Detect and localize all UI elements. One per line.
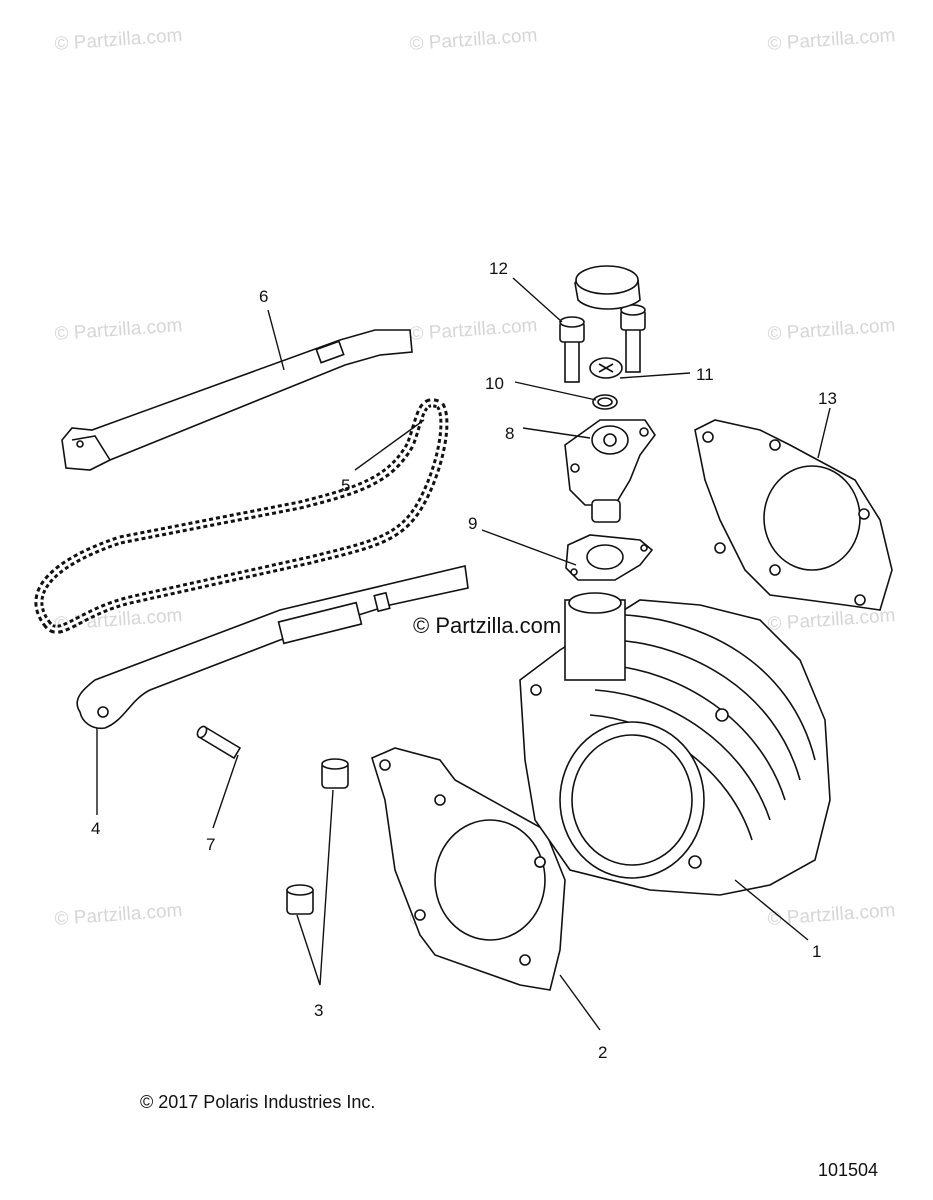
dowel-bushing-upper[interactable] bbox=[321, 758, 349, 789]
leader-10 bbox=[514, 381, 597, 401]
flange-bolt-left[interactable] bbox=[559, 316, 585, 383]
leader-12 bbox=[512, 277, 563, 323]
tensioner-gasket[interactable] bbox=[565, 534, 654, 581]
chain-guide-lower[interactable] bbox=[76, 565, 469, 730]
callout-10[interactable]: 10 bbox=[485, 374, 504, 393]
leader-13 bbox=[817, 407, 831, 459]
callout-9[interactable]: 9 bbox=[468, 514, 477, 533]
watermark: © Partzilla.com bbox=[409, 25, 538, 55]
cylinder-block[interactable] bbox=[519, 592, 831, 896]
cam-chain[interactable] bbox=[34, 398, 449, 634]
leader-1 bbox=[734, 879, 809, 941]
callout-1[interactable]: 1 bbox=[812, 942, 821, 961]
callout-7[interactable]: 7 bbox=[206, 835, 215, 854]
leader-lines bbox=[96, 277, 831, 1031]
callout-13[interactable]: 13 bbox=[818, 389, 837, 408]
watermark: © Partzilla.com bbox=[54, 25, 183, 55]
leader-6 bbox=[267, 309, 285, 371]
callout-4[interactable]: 4 bbox=[91, 819, 100, 838]
callout-12[interactable]: 12 bbox=[489, 259, 508, 278]
leader-11 bbox=[619, 372, 691, 379]
watermark: © Partzilla.com bbox=[767, 25, 896, 55]
leader-5 bbox=[354, 419, 425, 471]
leader-3 bbox=[296, 789, 334, 986]
callout-8[interactable]: 8 bbox=[505, 424, 514, 443]
callout-labels: 1 2 3 4 5 6 7 8 9 10 11 12 13 bbox=[91, 259, 837, 1062]
flange-bolt-right[interactable] bbox=[620, 304, 646, 373]
cam-chain-tensioner[interactable] bbox=[564, 419, 656, 523]
callout-2[interactable]: 2 bbox=[598, 1043, 607, 1062]
diagram-number: 101504 bbox=[818, 1160, 879, 1180]
cylinder-head-gasket[interactable] bbox=[694, 419, 893, 611]
o-ring[interactable] bbox=[592, 394, 618, 410]
callout-6[interactable]: 6 bbox=[259, 287, 268, 306]
callout-11[interactable]: 11 bbox=[696, 365, 714, 384]
watermark: © Partzilla.com bbox=[54, 605, 183, 635]
tensioner-cap[interactable] bbox=[574, 265, 641, 310]
chain-guide-upper[interactable] bbox=[61, 329, 413, 471]
watermark: © Partzilla.com bbox=[409, 315, 538, 345]
watermark: © Partzilla.com bbox=[54, 315, 183, 345]
dowel-bushing-lower[interactable] bbox=[286, 884, 314, 915]
leader-9 bbox=[481, 529, 577, 566]
watermark: © Partzilla.com bbox=[767, 315, 896, 345]
callout-3[interactable]: 3 bbox=[314, 1001, 323, 1020]
leader-8 bbox=[522, 427, 591, 439]
cylinder-base-gasket[interactable] bbox=[371, 747, 566, 991]
watermark-center: © Partzilla.com bbox=[413, 613, 561, 638]
tensioner-cap-bolt[interactable] bbox=[589, 357, 623, 379]
watermark: © Partzilla.com bbox=[767, 900, 896, 930]
callout-5[interactable]: 5 bbox=[341, 476, 350, 495]
dowel-pin[interactable] bbox=[196, 725, 242, 760]
copyright-notice: © 2017 Polaris Industries Inc. bbox=[140, 1092, 376, 1112]
watermark: © Partzilla.com bbox=[54, 900, 183, 930]
leader-2 bbox=[559, 974, 601, 1031]
leader-7 bbox=[212, 754, 239, 829]
